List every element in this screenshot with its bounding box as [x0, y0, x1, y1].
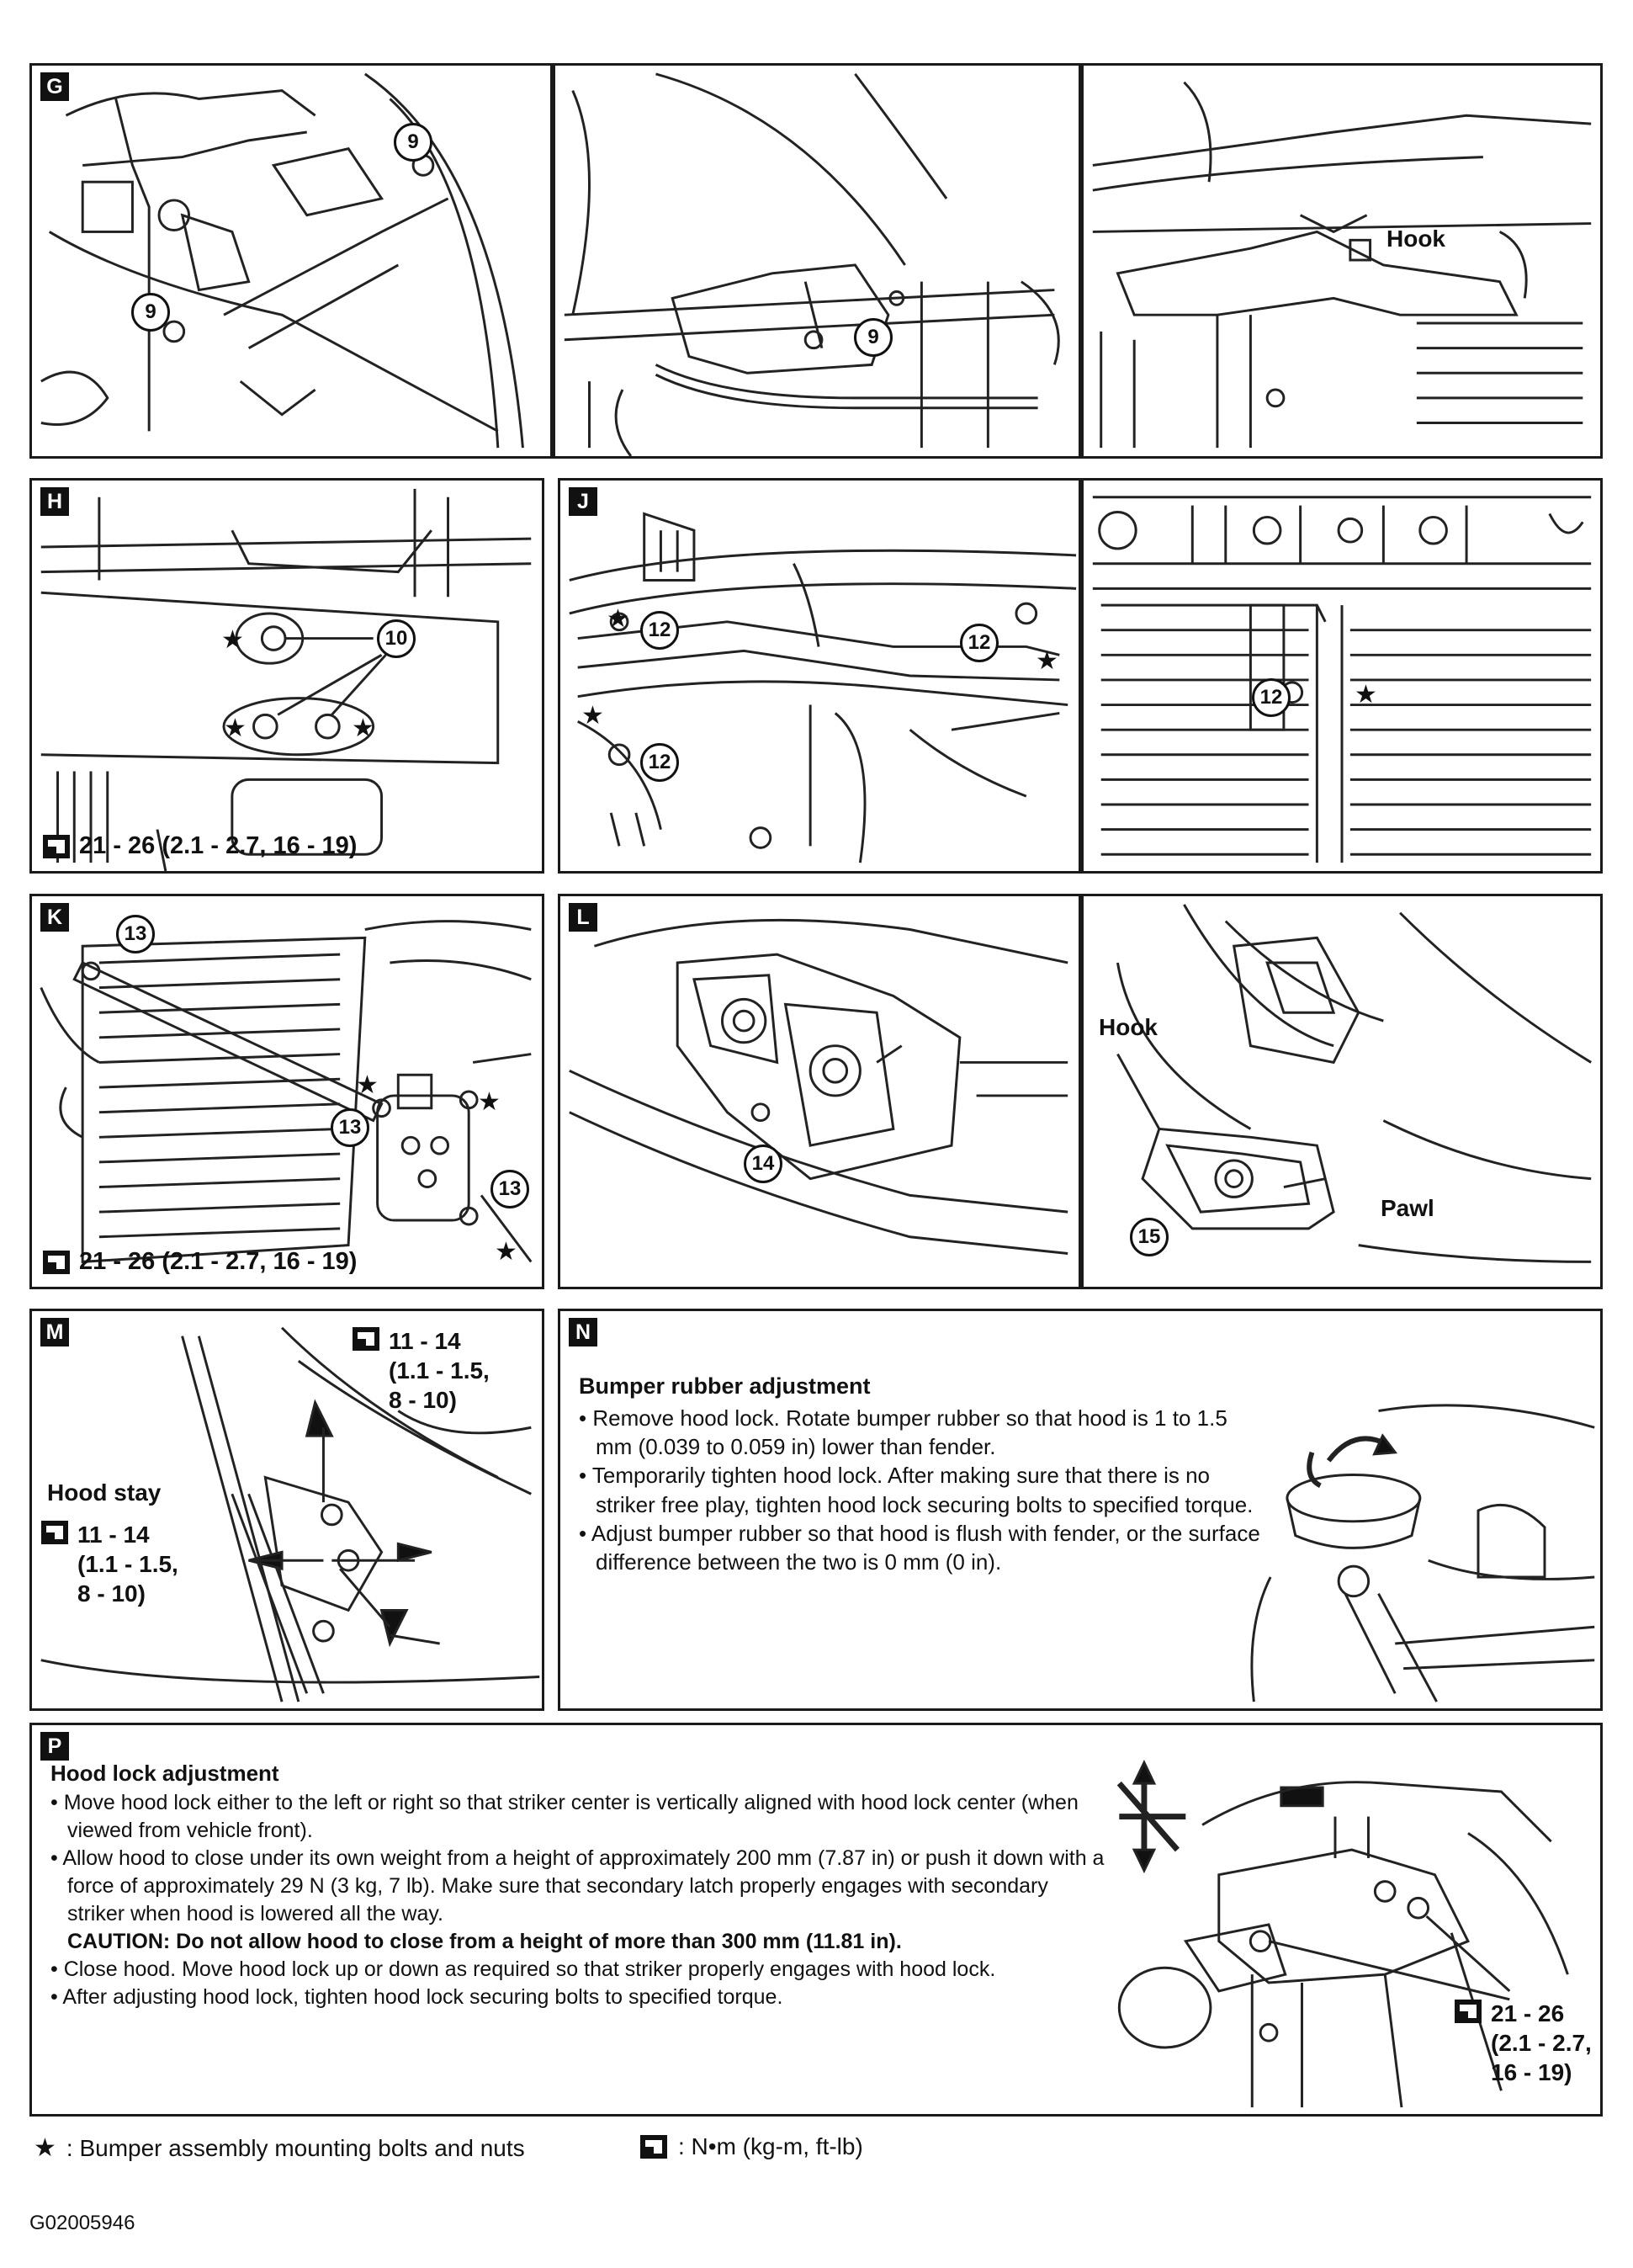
torque-line: 8 - 10) — [77, 1580, 146, 1607]
torque-line: (2.1 - 2.7, — [1491, 2030, 1592, 2056]
instruction-item: Move hood lock either to the left or rig… — [50, 1789, 1111, 1845]
torque-spec: 21 - 26 (2.1 - 2.7, 16 - 19) — [42, 1248, 357, 1276]
torque-wrench-icon — [1455, 2000, 1482, 2023]
panel-j-1: J 12 12 12 ★ ★ ★ — [558, 478, 1081, 874]
torque-spec: 21 - 26 (2.1 - 2.7, 16 - 19) — [1454, 1999, 1592, 2087]
callout-9: 9 — [854, 318, 893, 357]
torque-line: 21 - 26 — [1491, 2000, 1565, 2026]
torque-wrench-icon — [353, 1327, 379, 1351]
legend-star: ★ : Bumper assembly mounting bolts and n… — [34, 2133, 525, 2163]
torque-line: 16 - 19) — [1491, 2059, 1572, 2085]
callout-9: 9 — [394, 123, 432, 162]
torque-wrench-icon — [43, 834, 70, 858]
panel-g-2-drawing — [564, 72, 1060, 456]
torque-line: 11 - 14 — [389, 1328, 461, 1354]
callout-13: 13 — [490, 1170, 529, 1208]
torque-spec-top: 11 - 14 (1.1 - 1.5, 8 - 10) — [352, 1326, 490, 1415]
panel-p-drawing — [1116, 1760, 1569, 2108]
callout-13: 13 — [331, 1108, 369, 1147]
panel-n-label: N — [569, 1318, 597, 1346]
callout-12: 12 — [1252, 678, 1291, 717]
torque-value: 21 - 26 (2.1 - 2.7, 16 - 19) — [79, 1248, 358, 1275]
torque-line: (1.1 - 1.5, — [389, 1357, 490, 1384]
instruction-item: Close hood. Move hood lock up or down as… — [50, 1956, 1111, 1984]
panel-m-label: M — [40, 1318, 69, 1346]
torque-wrench-icon — [41, 1521, 68, 1544]
legend-torque-text: : N•m (kg-m, ft-lb) — [678, 2133, 863, 2159]
pawl-label: Pawl — [1381, 1195, 1434, 1221]
panel-j-label: J — [569, 487, 597, 516]
callout-14: 14 — [744, 1145, 782, 1183]
panel-g-label: G — [40, 72, 69, 101]
callout-9: 9 — [131, 293, 170, 332]
panel-p-label: P — [40, 1732, 69, 1761]
star-marker: ★ — [224, 714, 247, 742]
torque-line: 11 - 14 — [77, 1522, 150, 1548]
torque-line: (1.1 - 1.5, — [77, 1551, 178, 1577]
figure-code: G02005946 — [29, 2212, 135, 2234]
star-icon: ★ — [34, 2134, 56, 2162]
panel-h: H 10 ★ ★ ★ 21 - 26 (2.1 - 2.7, 16 - 19) — [29, 478, 544, 874]
star-marker: ★ — [221, 626, 244, 654]
panel-p: P Hood lock adjustment Move hood lock ei… — [29, 1723, 1603, 2117]
torque-wrench-icon — [43, 1250, 70, 1274]
panel-n: N Bumper rubber adjustment Remove hood l… — [558, 1309, 1603, 1711]
panel-g-3-drawing — [1092, 81, 1592, 449]
bumper-rubber-title: Bumper rubber adjustment — [579, 1373, 871, 1399]
star-marker: ★ — [356, 1071, 379, 1099]
panel-j-2-drawing — [1092, 496, 1592, 863]
star-marker: ★ — [1036, 647, 1058, 675]
panel-l-2: Hook Pawl 15 — [1081, 894, 1603, 1289]
star-marker: ★ — [581, 702, 604, 730]
torque-wrench-icon — [640, 2135, 667, 2159]
panel-j-2: 12 ★ — [1081, 478, 1603, 874]
star-marker: ★ — [607, 605, 629, 633]
legend-torque: : N•m (kg-m, ft-lb) — [639, 2133, 863, 2160]
panel-g-3: Hook — [1081, 63, 1603, 459]
panel-k-drawing — [40, 920, 533, 1263]
hood-stay-label: Hood stay — [47, 1479, 162, 1506]
panel-m-drawing — [40, 1326, 540, 1702]
bumper-rubber-instructions: Bumper rubber adjustment Remove hood loc… — [579, 1372, 1269, 1577]
panel-l-label: L — [569, 903, 597, 932]
torque-value: 21 - 26 (2.1 - 2.7, 16 - 19) — [79, 832, 358, 859]
hook-label: Hook — [1099, 1014, 1158, 1040]
callout-12: 12 — [640, 611, 679, 650]
legend-star-text: : Bumper assembly mounting bolts and nut… — [66, 2134, 525, 2161]
panel-n-drawing — [1250, 1404, 1595, 1702]
panel-g-1: G 9 9 — [29, 63, 553, 459]
panel-g-1-drawing — [40, 72, 524, 449]
star-marker: ★ — [478, 1088, 501, 1116]
callout-12: 12 — [640, 743, 679, 782]
panel-l-1-drawing — [569, 918, 1068, 1255]
panel-k: K 13 13 13 ★ ★ ★ 21 - 26 (2.1 - 2.7, 16 … — [29, 894, 544, 1289]
panel-k-label: K — [40, 903, 69, 932]
instruction-item: Allow hood to close under its own weight… — [50, 1845, 1111, 1928]
instruction-item: Adjust bumper rubber so that hood is flu… — [579, 1519, 1269, 1577]
torque-spec-left: 11 - 14 (1.1 - 1.5, 8 - 10) — [40, 1520, 178, 1608]
star-marker: ★ — [352, 714, 374, 742]
panel-g-2: 9 — [553, 63, 1081, 459]
panel-j-1-drawing — [569, 512, 1077, 863]
star-marker: ★ — [495, 1238, 517, 1266]
hook-label: Hook — [1386, 226, 1445, 252]
instruction-item: After adjusting hood lock, tighten hood … — [50, 1984, 1111, 2011]
panel-l-2-drawing — [1116, 904, 1592, 1263]
panel-h-drawing — [40, 488, 532, 871]
torque-line: 8 - 10) — [389, 1387, 457, 1413]
hood-lock-instructions: Hood lock adjustment Move hood lock eith… — [50, 1759, 1111, 2011]
instruction-item: Temporarily tighten hood lock. After mak… — [579, 1461, 1269, 1519]
panel-h-label: H — [40, 487, 69, 516]
callout-13: 13 — [116, 915, 155, 953]
caution-text: CAUTION: Do not allow hood to close from… — [67, 1930, 902, 1954]
callout-15: 15 — [1130, 1218, 1169, 1256]
callout-12: 12 — [960, 624, 999, 662]
star-marker: ★ — [1355, 681, 1377, 709]
instruction-item: Remove hood lock. Rotate bumper rubber s… — [579, 1404, 1269, 1462]
torque-spec: 21 - 26 (2.1 - 2.7, 16 - 19) — [42, 832, 357, 860]
panel-m: M 11 - 14 (1.1 - 1.5, 8 - 10) Hood stay … — [29, 1309, 544, 1711]
callout-10: 10 — [377, 619, 416, 658]
panel-l-1: L 14 — [558, 894, 1081, 1289]
hood-lock-title: Hood lock adjustment — [50, 1761, 279, 1786]
